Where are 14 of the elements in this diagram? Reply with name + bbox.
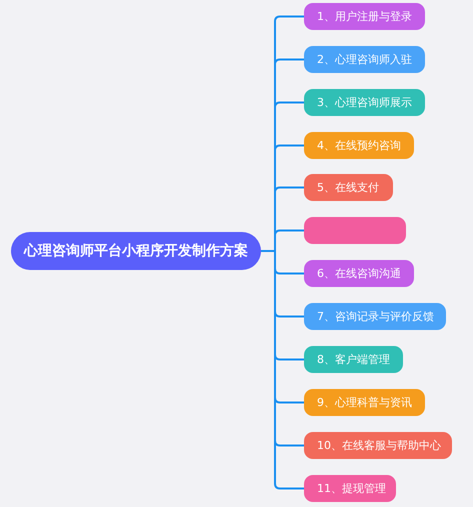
topic-box: 10、在线客服与帮助中心 bbox=[304, 432, 452, 459]
topic-box: 5、在线支付 bbox=[304, 174, 393, 201]
topic-box: 9、心理科普与资讯 bbox=[304, 389, 425, 416]
topic-box: 4、在线预约咨询 bbox=[304, 132, 414, 159]
topic-box: 11、提现管理 bbox=[304, 475, 396, 502]
topic-box bbox=[304, 217, 406, 244]
topic-box: 8、客户端管理 bbox=[304, 346, 403, 373]
topic-box: 7、咨询记录与评价反馈 bbox=[304, 303, 446, 330]
topic-box: 1、用户注册与登录 bbox=[304, 3, 425, 30]
root-topic-box: 心理咨询师平台小程序开发制作方案 bbox=[11, 232, 261, 270]
topic-box: 6、在线咨询沟通 bbox=[304, 260, 414, 287]
topic-box: 2、心理咨询师入驻 bbox=[304, 46, 425, 73]
topic-box: 3、心理咨询师展示 bbox=[304, 89, 425, 116]
connector-line bbox=[261, 250, 304, 490]
